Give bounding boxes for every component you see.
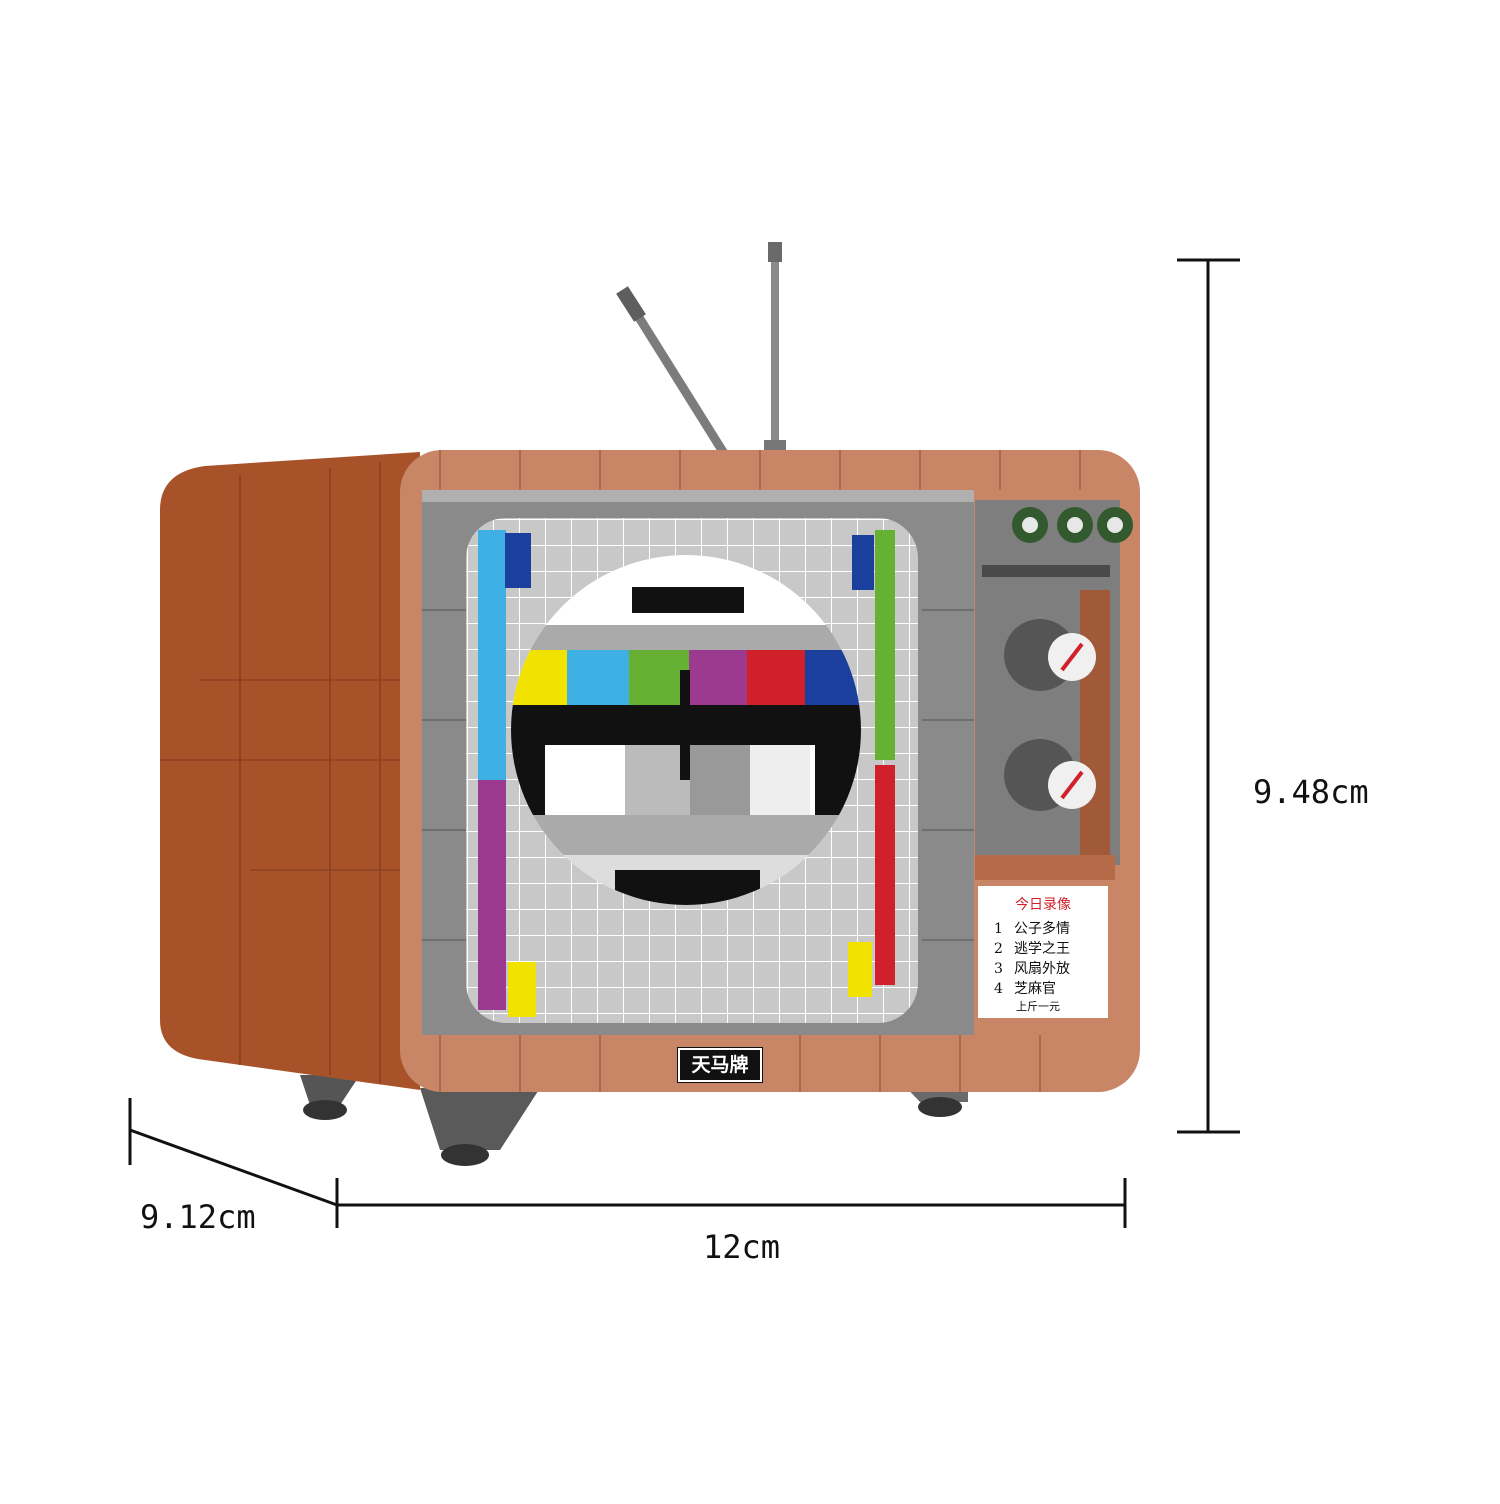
knob-top	[1004, 619, 1096, 691]
width-label: 12cm	[703, 1228, 781, 1266]
height-label: 9.48cm	[1253, 773, 1369, 811]
brand-badge: 天马牌	[677, 1047, 763, 1083]
note-subtitle: 上斤一元	[1016, 1000, 1060, 1013]
button-row	[1012, 507, 1133, 543]
screen	[466, 518, 918, 1023]
depth-label: 9.12cm	[140, 1198, 256, 1236]
knob-bottom	[1004, 739, 1096, 811]
antenna	[616, 242, 786, 460]
cabinet-side	[160, 452, 420, 1090]
note-title: 今日录像	[1015, 897, 1071, 913]
dimension-lines	[128, 258, 1240, 1228]
control-panel	[975, 500, 1133, 880]
